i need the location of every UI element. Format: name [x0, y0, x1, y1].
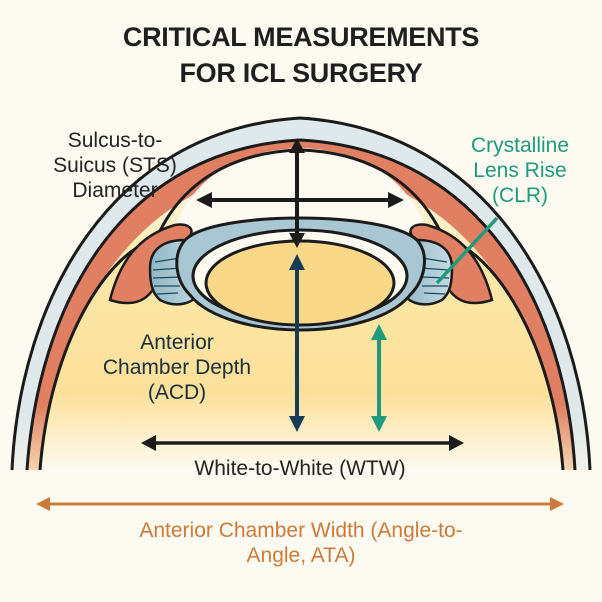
- crystalline-lens: [204, 239, 396, 327]
- clr-label-line-3: (CLR): [492, 184, 548, 207]
- cornea: [10, 116, 592, 471]
- clr-label-line-2: Lens Rise: [473, 159, 567, 182]
- wtw-arrow: [141, 435, 464, 451]
- ata-arrow: [36, 497, 564, 511]
- acd-label: Anterior Chamber Depth (ACD): [92, 330, 262, 405]
- acd-arrow: [289, 254, 305, 432]
- sts-label-line-1: Sulcus-to-: [67, 129, 163, 152]
- ata-label: Anterior Chamber Width (Angle-to- Angle,…: [60, 518, 542, 568]
- diagram-title-line-2: FOR ICL SURGERY: [179, 58, 423, 88]
- clr-label: Crystalline Lens Rise (CLR): [440, 133, 600, 208]
- sts-label: Sulcus-to- Suicus (STS) Diameter: [40, 128, 190, 203]
- sts-label-line-3: Diameter: [72, 179, 158, 202]
- wtw-label: White-to-White (WTW): [150, 456, 450, 481]
- ata-label-line-1: Anterior Chamber Width (Angle-to-: [139, 519, 463, 542]
- sts-arrows: [196, 138, 404, 248]
- wtw-label-text: White-to-White (WTW): [194, 457, 406, 480]
- ata-label-line-2: Angle, ATA): [246, 544, 356, 567]
- acd-label-line-3: (ACD): [147, 381, 207, 404]
- diagram-title-line-1: CRITICAL MEASUREMENTS: [122, 22, 480, 52]
- iris-band: [25, 138, 577, 471]
- sts-label-line-2: Suicus (STS): [53, 154, 177, 177]
- clr-label-line-1: Crystalline: [470, 134, 570, 157]
- acd-label-line-2: Chamber Depth: [102, 356, 252, 379]
- clr-arrow: [371, 216, 499, 432]
- acd-label-line-1: Anterior: [140, 331, 214, 354]
